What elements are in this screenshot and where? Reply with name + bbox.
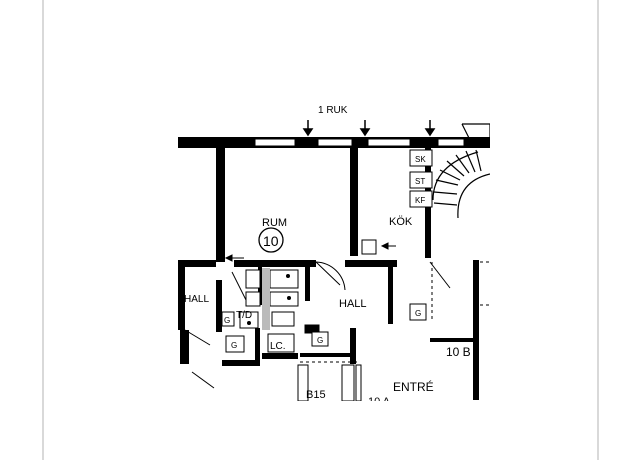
top-label: 1 RUK [318,105,348,116]
page-right-border [597,0,599,460]
wc-label: LC. [270,341,286,352]
windows [254,138,465,147]
entrance-label: ENTRÉ [393,379,434,394]
kitchen-units [361,149,433,255]
bath-label: T/D [236,310,252,321]
g-mark-lower-left: G [231,341,237,350]
unit-cut-label: 10 A [368,396,391,408]
hall-arrow [224,254,244,262]
kitchen-unit-sk: SK [415,155,426,164]
window-arrows [302,120,436,137]
g-mark-right: G [415,309,421,318]
stair-label: B15 [306,389,326,401]
g-mark-hall: G [317,336,323,345]
g-mark-bath: G [224,316,230,325]
kitchen-unit-st: ST [415,177,425,186]
staircase [432,123,490,219]
room-number-circle [258,227,284,253]
hall-fixtures [225,303,427,401]
bathroom-fixtures [221,268,299,330]
unit-label: 10 B [446,345,471,359]
dots [247,274,291,325]
kitchen-arrow [380,242,396,250]
dashed-partitions [300,261,490,363]
page-left-border [42,0,44,460]
kitchen-unit-kf: KF [415,196,425,205]
hall-right-label: HALL [339,298,367,310]
hall-left-label: HALL [184,294,209,305]
room-label: RUM [262,217,287,229]
door-swings [184,261,451,389]
room-number: 10 [263,233,279,249]
kitchen-label: KÖK [389,216,413,228]
